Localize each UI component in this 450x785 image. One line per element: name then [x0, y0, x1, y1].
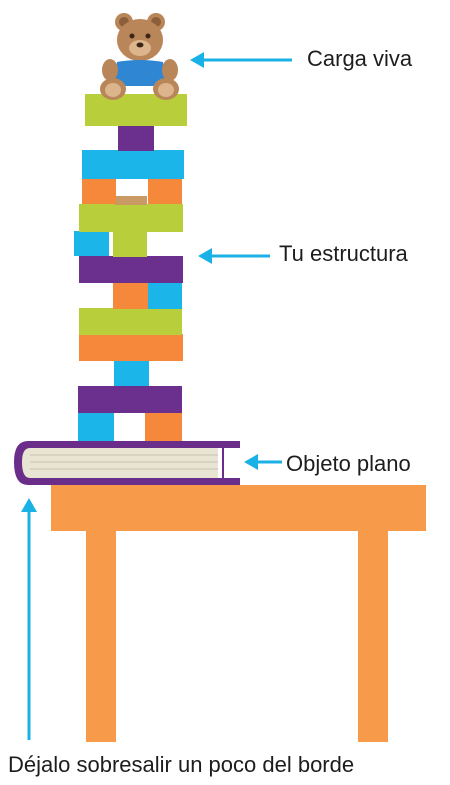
block: [79, 334, 183, 361]
table: [51, 485, 426, 742]
block: [148, 178, 182, 204]
book-icon: [14, 441, 240, 485]
table-leg-left: [86, 531, 116, 742]
block: [82, 178, 116, 204]
block: [148, 282, 182, 309]
block: [113, 231, 147, 257]
block: [78, 386, 182, 413]
structure-label: Tu estructura: [279, 241, 408, 266]
block-tower: [74, 94, 187, 441]
table-leg-right: [358, 531, 388, 742]
block: [79, 256, 183, 283]
block: [113, 282, 148, 309]
edge-note-label: Déjalo sobresalir un poco del borde: [8, 752, 355, 777]
arrow-carga-viva: [190, 52, 292, 68]
live-load-label: Carga viva: [307, 46, 413, 71]
flat-object-label: Objeto plano: [286, 451, 411, 476]
block: [145, 412, 182, 441]
arrow-objeto-plano: [244, 454, 282, 470]
block: [78, 412, 114, 441]
block: [79, 308, 182, 335]
block: [79, 204, 183, 232]
block: [82, 150, 184, 179]
arrow-edge: [21, 498, 37, 740]
arrow-estructura: [198, 248, 270, 264]
teddy-bear-icon: [100, 13, 179, 100]
table-top: [51, 485, 426, 531]
block: [114, 360, 149, 386]
block: [74, 231, 109, 256]
block: [115, 196, 147, 205]
block: [118, 125, 154, 151]
